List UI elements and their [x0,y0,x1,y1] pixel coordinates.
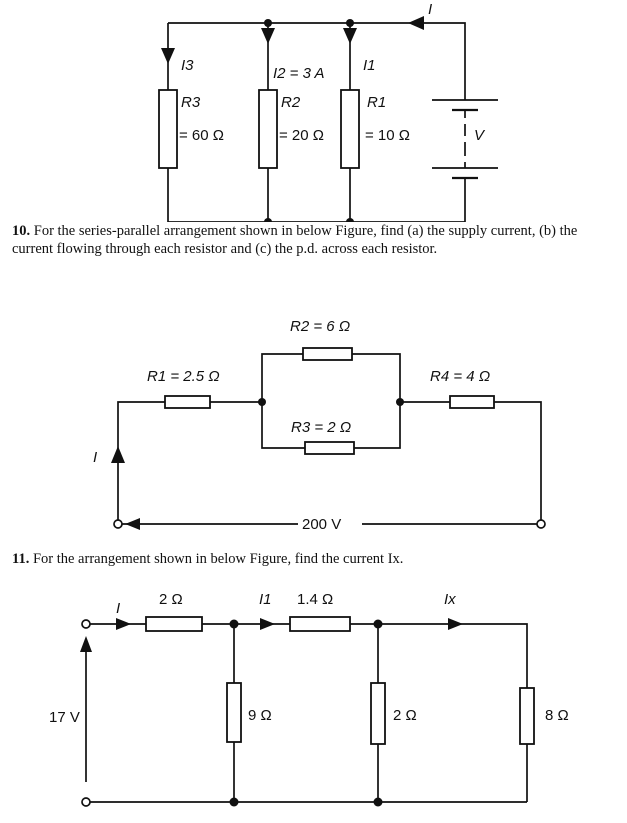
resistor-r4 [449,395,495,409]
junction-node [264,218,272,222]
label-supply-voltage: 17 V [49,709,80,726]
label-r-shunt2: 2 Ω [393,707,417,724]
current-arrow-i [116,618,131,630]
resistor-1-4-ohm-series [289,616,351,632]
current-arrow-i3 [161,48,175,64]
label-r2: R2 = 6 Ω [290,318,350,335]
question-number: 11. [12,551,30,567]
junction-node [264,19,272,27]
question-10: 10. For the series-parallel arrangement … [12,222,618,258]
label-i: I [428,1,432,18]
label-r2-name: R2 [281,94,301,111]
junction-node [373,619,383,629]
resistor-2-ohm-series [145,616,203,632]
bottom-wire [167,23,466,222]
label-ix: Ix [444,591,456,608]
label-i: I [93,449,97,466]
junction-node [229,619,239,629]
supply-terminal [81,797,91,807]
label-r1-value: = 10 Ω [365,127,410,144]
resistor-2-ohm-shunt [370,682,386,745]
label-i2: I2 = 3 A [273,65,325,82]
question-11: 11. For the arrangement shown in below F… [12,550,618,568]
resistor-9-ohm-shunt [226,682,242,743]
label-supply-voltage: 200 V [302,516,341,533]
current-arrow-i1 [260,618,275,630]
junction-node [396,398,404,406]
left-wire [117,401,165,524]
question-text: For the arrangement shown in below Figur… [32,551,404,567]
label-i1: I1 [259,591,272,608]
figure-1-parallel-circuit: I I3 I2 = 3 A I1 R3 = 60 Ω R2 = 20 Ω R1 … [158,1,498,222]
label-r-load: 8 Ω [545,707,569,724]
junction-node [346,218,354,222]
parallel-bottom [261,402,401,449]
supply-terminal [536,519,546,529]
label-r-series2: 1.4 Ω [297,591,333,608]
current-arrow-i [408,16,424,30]
voltage-arrow-head [80,636,92,652]
label-r-series1: 2 Ω [159,591,183,608]
resistor-r1 [340,89,360,169]
current-arrow-i1 [343,28,357,44]
battery-symbol [432,99,498,180]
supply-terminal [81,619,91,629]
parallel-top [261,353,401,402]
voltage-arrow [125,518,140,530]
junction-node [229,797,239,807]
resistor-r3 [304,441,355,455]
current-arrow-i [111,446,125,463]
supply-terminal [113,519,123,529]
label-r3: R3 = 2 Ω [291,419,351,436]
label-i: I [116,600,120,617]
load-wire [378,623,528,802]
junction-node [373,797,383,807]
figure-2-series-parallel-circuit: R1 = 2.5 Ω R2 = 6 Ω R3 = 2 Ω R4 = 4 Ω I … [93,318,546,533]
label-r3-name: R3 [181,94,201,111]
current-arrow-i2 [261,28,275,44]
resistor-r2 [302,347,353,361]
resistor-r3 [158,89,178,169]
label-r1: R1 = 2.5 Ω [147,368,220,385]
label-v: V [474,127,486,144]
top-wire [168,22,466,100]
label-r-shunt1: 9 Ω [248,707,272,724]
resistor-r1 [164,395,211,409]
resistor-r2 [258,89,278,169]
label-r2-value: = 20 Ω [279,127,324,144]
junction-node [346,19,354,27]
label-i3: I3 [181,57,194,74]
figure-3-ladder-circuit: I 2 Ω I1 1.4 Ω Ix 17 V 9 Ω 2 Ω 8 Ω [49,591,569,807]
current-arrow-ix [448,618,463,630]
right-wire [494,401,542,524]
label-r3-value: = 60 Ω [179,127,224,144]
label-i1: I1 [363,57,376,74]
junction-node [258,398,266,406]
resistor-8-ohm-load [519,687,535,745]
label-r1-name: R1 [367,94,386,111]
question-number: 10. [12,223,31,239]
label-r4: R4 = 4 Ω [430,368,490,385]
question-text: For the series-parallel arrangement show… [12,223,578,257]
